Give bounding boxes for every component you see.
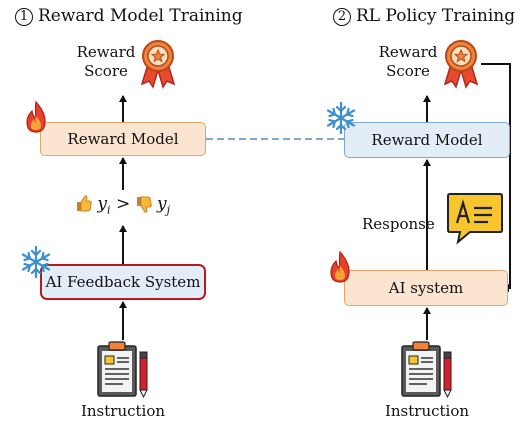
reward-score-label-left: Reward Score [70,43,142,81]
right-panel-title: 2 RL Policy Training [333,6,515,26]
reward-model-label: Reward Model [67,130,179,148]
reward-score-line1: Reward [378,43,438,61]
pen-icon [443,351,452,399]
pen-icon [139,351,148,399]
step-number: 1 [15,8,33,26]
pref-op: > [115,194,131,214]
pref-a-sub: i [107,203,111,217]
thumbs-down-icon [136,196,152,213]
reward-model-label: Reward Model [371,131,483,149]
fire-icon [26,100,46,133]
pref-b-sub: j [166,203,171,217]
instruction-label-right: Instruction [384,402,470,420]
thumbs-up-icon [77,195,92,212]
medal-icon [140,40,176,89]
reward-model-box-left: Reward Model [40,122,206,156]
reward-score-line2: Score [84,62,128,80]
reward-score-label-right: Reward Score [372,43,444,81]
ai-system-box: AI system [344,270,508,306]
pref-b: y [157,194,167,214]
left-panel-title: 1 Reward Model Training [15,6,243,26]
ai-system-label: AI system [388,279,464,297]
reward-score-line2: Score [386,62,430,80]
clipboard-icon [97,341,137,397]
chat-bubble-icon [447,193,503,245]
preference-label: yi > yj [76,194,170,216]
fire-icon [330,250,350,283]
ai-feedback-system-label: AI Feedback System [45,273,201,291]
reward-model-box-right: Reward Model [344,122,510,158]
right-title-text: RL Policy Training [356,6,516,26]
reward-score-line1: Reward [76,43,136,61]
left-title-text: Reward Model Training [38,6,243,26]
snowflake-icon [21,245,51,279]
ai-feedback-system-box: AI Feedback System [40,264,206,300]
instruction-label-left: Instruction [80,402,166,420]
medal-icon [443,40,479,89]
step-number: 2 [333,8,351,26]
clipboard-icon [401,341,441,397]
response-label: Response [362,215,435,233]
snowflake-icon [326,101,356,135]
pref-a: y [97,194,108,214]
